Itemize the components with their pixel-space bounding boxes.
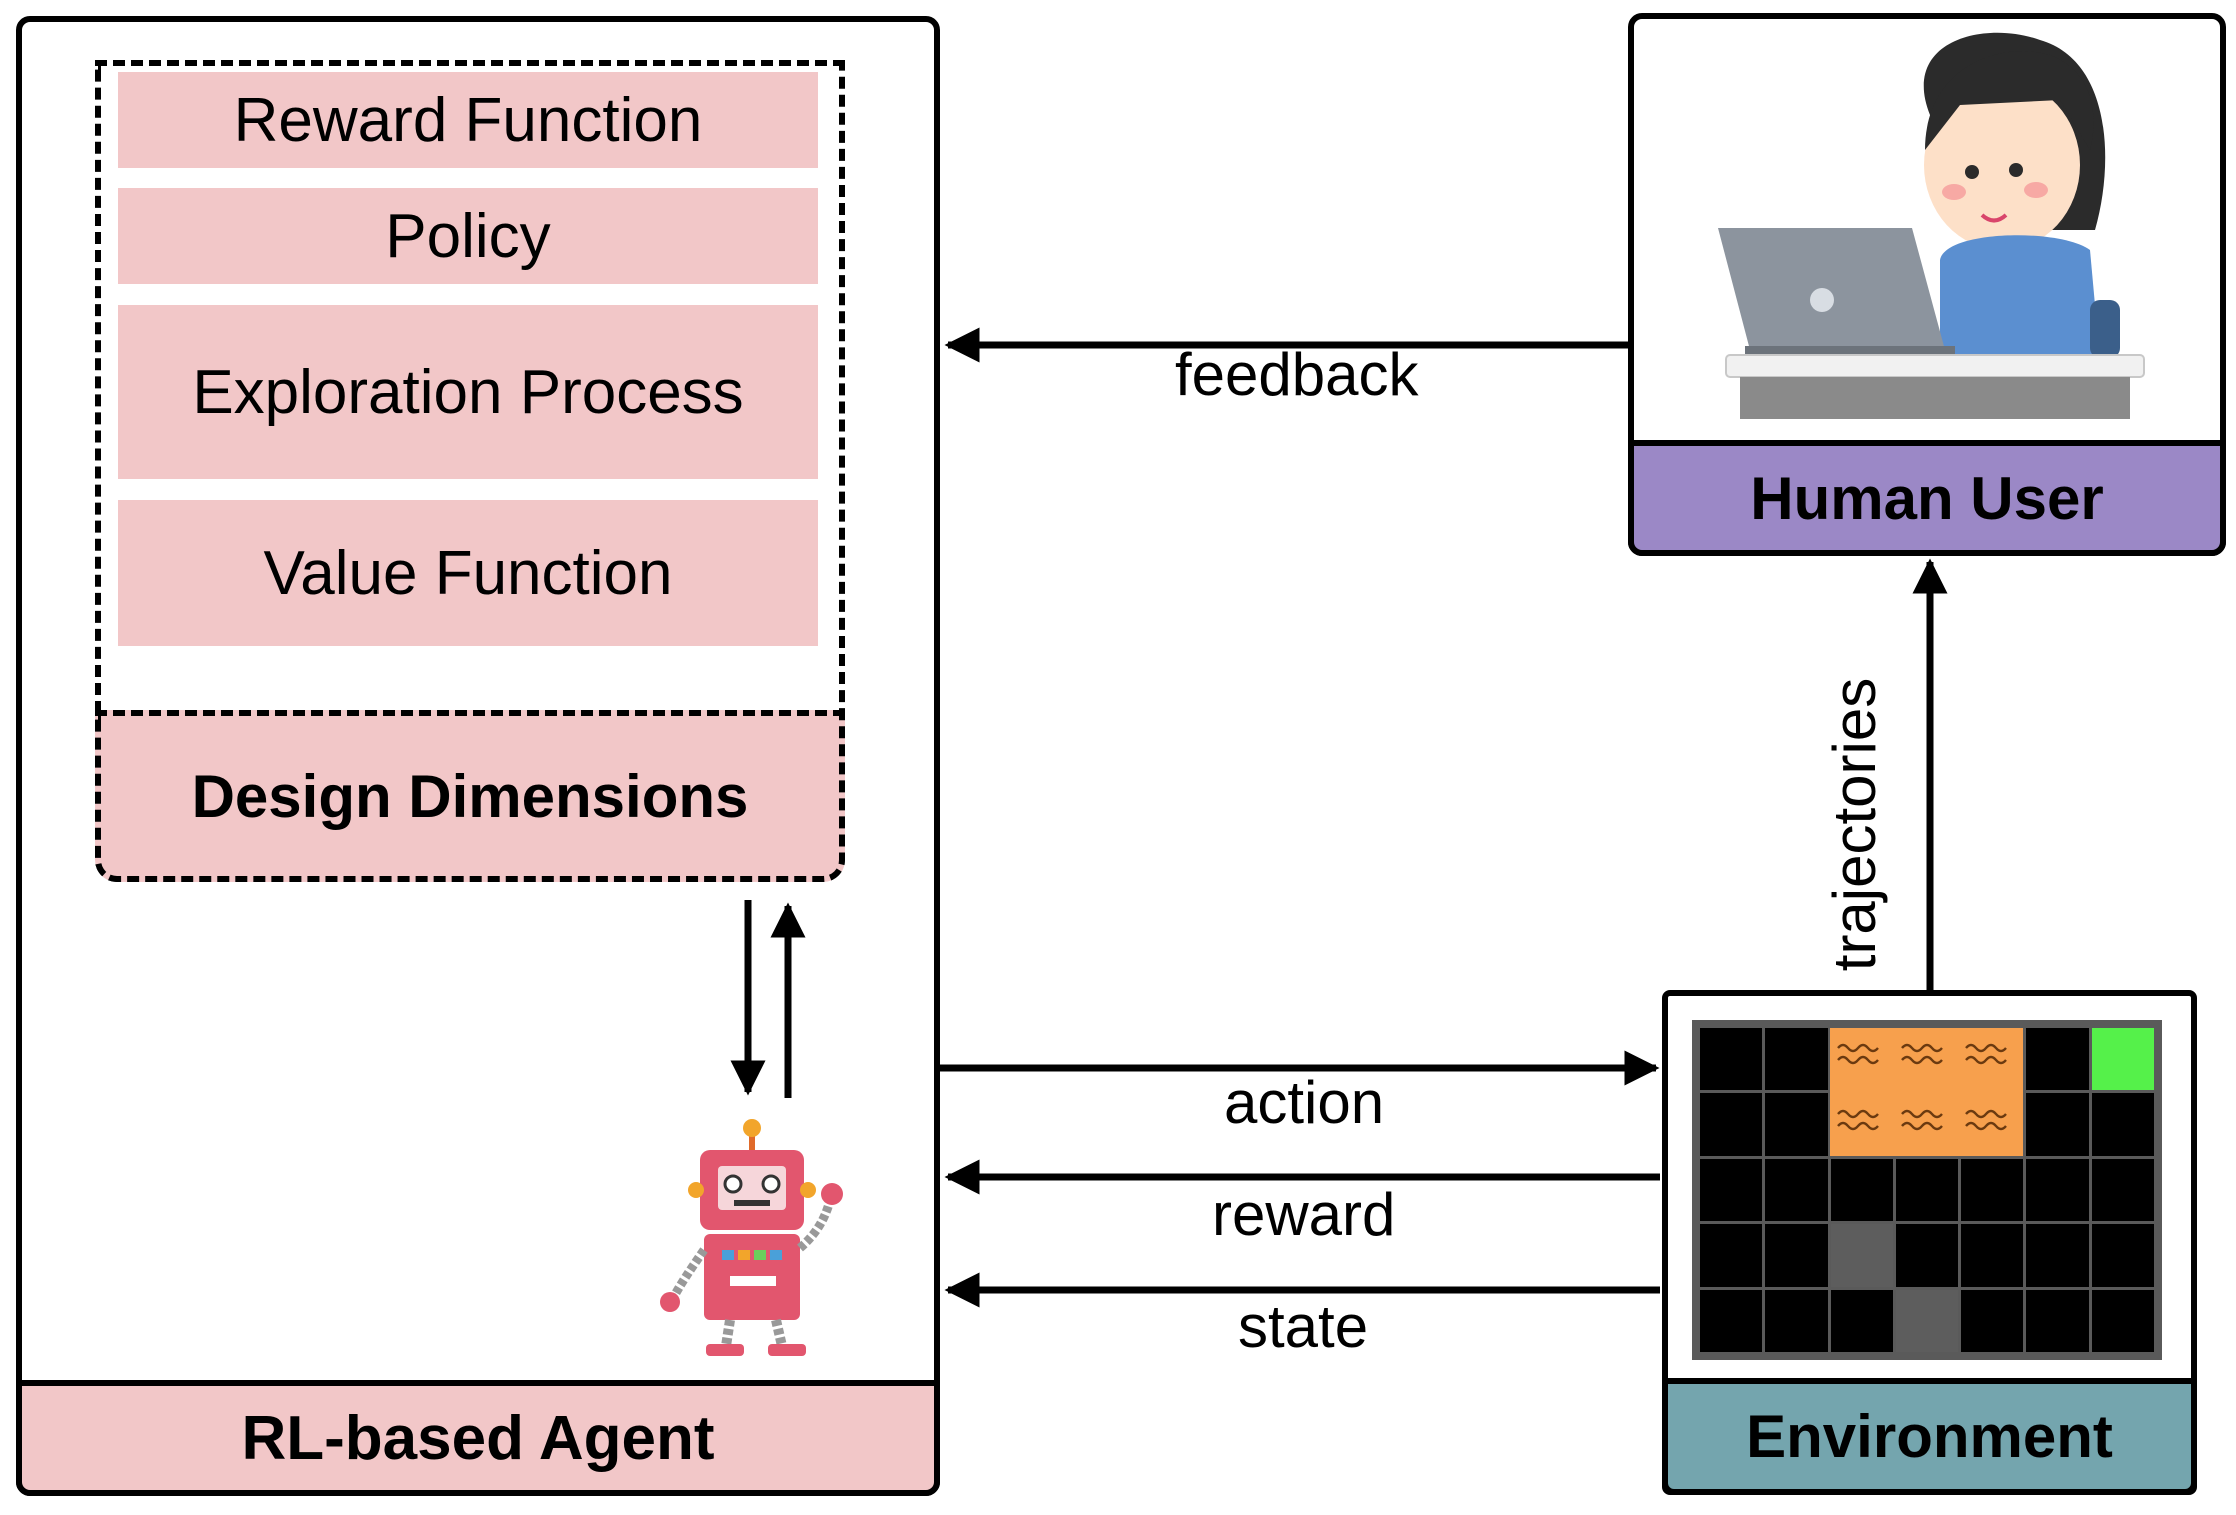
trajectories-label: trajectories xyxy=(1821,677,1889,972)
dimension-value-function: Value Function xyxy=(118,500,818,646)
state-label: state xyxy=(1238,1293,1369,1360)
environment-title: Environment xyxy=(1662,1378,2197,1495)
agent-title: RL-based Agent xyxy=(16,1380,940,1496)
goal-cell xyxy=(2091,1028,2154,1091)
dimension-reward-function: Reward Function xyxy=(118,72,818,168)
reward-label: reward xyxy=(1212,1181,1396,1248)
wave-pattern-icon xyxy=(1837,1043,2007,1131)
feedback-label: feedback xyxy=(1175,341,1419,408)
lava-region xyxy=(1830,1028,2023,1156)
robot-icon xyxy=(660,1119,843,1356)
dimension-policy: Policy xyxy=(118,188,818,284)
dimension-exploration-process: Exploration Process xyxy=(118,305,818,479)
design-dimensions-label: Design Dimensions xyxy=(95,710,845,882)
person-at-laptop-icon xyxy=(1718,32,2145,419)
human-user-title: Human User xyxy=(1628,440,2226,556)
action-label: action xyxy=(1224,1069,1385,1136)
